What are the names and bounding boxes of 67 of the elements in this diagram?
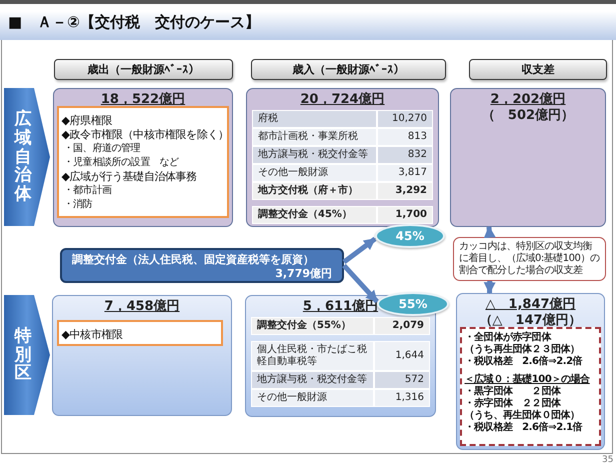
text-box bbox=[56, 106, 228, 218]
amount-note: （ 502億円） bbox=[482, 108, 574, 124]
side-label: 特別区 bbox=[4, 295, 50, 415]
box-text: 調整交付金（法人住民税、固定資産税等を原資） bbox=[72, 253, 314, 267]
table-cell: 10,270 bbox=[377, 110, 433, 128]
arrow bbox=[484, 280, 496, 294]
result-line: ・税収格差 2.6倍⇒2.2倍 bbox=[464, 356, 584, 368]
result-line: ＜広域０：基礎100＞の場合 bbox=[464, 374, 591, 385]
table-cell: 832 bbox=[377, 146, 433, 164]
list-item: ・児童相談所の設置 など bbox=[62, 156, 180, 170]
result-line: ・税収格差 2.6倍⇒2.1倍 bbox=[464, 422, 584, 434]
table-cell: 地方譲与税・税交付金等 bbox=[251, 371, 374, 389]
page-number: 35 bbox=[602, 455, 614, 465]
result-line: （うち、再生団体０団体） bbox=[464, 410, 580, 420]
list-item: ◆府県権限 bbox=[62, 114, 113, 128]
table-cell: 2,079 bbox=[374, 317, 430, 335]
text-box bbox=[56, 320, 222, 346]
panel bbox=[245, 295, 436, 417]
list-item: ・消防 bbox=[62, 198, 94, 212]
side-label: 広域自治体 bbox=[4, 88, 50, 226]
result-line: （うち再生団体２３団体） bbox=[464, 344, 580, 354]
amount-heading: 7，458億円 bbox=[104, 299, 180, 315]
table-cell: 3,817 bbox=[377, 164, 433, 182]
list-item: ◆中核市権限 bbox=[62, 328, 124, 342]
arrow bbox=[342, 236, 376, 264]
table-cell: 1,316 bbox=[374, 389, 430, 407]
table-cell: 都市計画税・事業所税 bbox=[252, 128, 377, 146]
table-cell: 3,292 bbox=[377, 182, 433, 200]
table-cell: 調整交付金（55%） bbox=[251, 317, 374, 335]
table-cell: その他一般財源 bbox=[252, 164, 377, 182]
table-cell: 1,700 bbox=[377, 206, 433, 224]
process-box bbox=[60, 248, 344, 283]
amount-heading: 20，724億円 bbox=[300, 92, 385, 108]
table-cell: 813 bbox=[377, 128, 433, 146]
table-cell: 地方譲与税・税交付金等 bbox=[252, 146, 377, 164]
table-cell: 地方交付税（府＋市） bbox=[252, 182, 377, 200]
panel bbox=[456, 293, 605, 450]
result-line: ・赤字団体 ２２団体 bbox=[464, 398, 562, 410]
list-item: ・国、府道の管理 bbox=[62, 142, 142, 156]
result-box bbox=[460, 326, 600, 446]
table-cell: 調整交付金（45%） bbox=[252, 206, 377, 224]
column-header: 歳入（一般財源ﾍﾞｰｽ） bbox=[251, 59, 446, 80]
column-header: 歳出（一般財源ﾍﾞｰｽ） bbox=[54, 59, 233, 80]
box-text: 3,779億円 bbox=[275, 267, 332, 281]
column-header: 収支差 bbox=[469, 59, 607, 80]
amount-heading: 2，202億円 bbox=[490, 92, 566, 108]
amount-heading: 18，522億円 bbox=[100, 92, 186, 108]
panel bbox=[450, 88, 606, 227]
result-line: ・全団体が赤字団体 bbox=[464, 332, 552, 344]
arrow bbox=[484, 226, 496, 238]
note-box: カッコ内は、特別区の収支均衡に着目し、（広域0:基礎100）の割合で配分した場合の収支差 bbox=[453, 237, 606, 281]
amount-note: （△ 147億円） bbox=[479, 313, 582, 329]
result-line: ・黒字団体 ２団体 bbox=[464, 386, 562, 397]
table-cell: 1,644 bbox=[374, 341, 430, 371]
list-item: ◆政令市権限（中核市権限を除く） bbox=[62, 128, 224, 142]
table-cell: その他一般財源 bbox=[251, 389, 374, 407]
table-cell: 個人住民税・市たばこ税軽自動車税等 bbox=[251, 341, 374, 371]
list-item: ・都市計画 bbox=[62, 184, 113, 198]
table-cell: 572 bbox=[374, 371, 430, 389]
list-item: ◆広域が行う基礎自治体事務 bbox=[62, 170, 198, 184]
panel bbox=[246, 88, 439, 227]
arrow bbox=[342, 264, 379, 304]
title: ■ Ａ－②【交付税 交付のケース】 bbox=[0, 0, 616, 40]
table-cell: 府税 bbox=[252, 110, 377, 128]
panel bbox=[52, 295, 232, 416]
amount-heading: △ 1,847億円 bbox=[485, 297, 576, 312]
panel bbox=[53, 88, 233, 227]
